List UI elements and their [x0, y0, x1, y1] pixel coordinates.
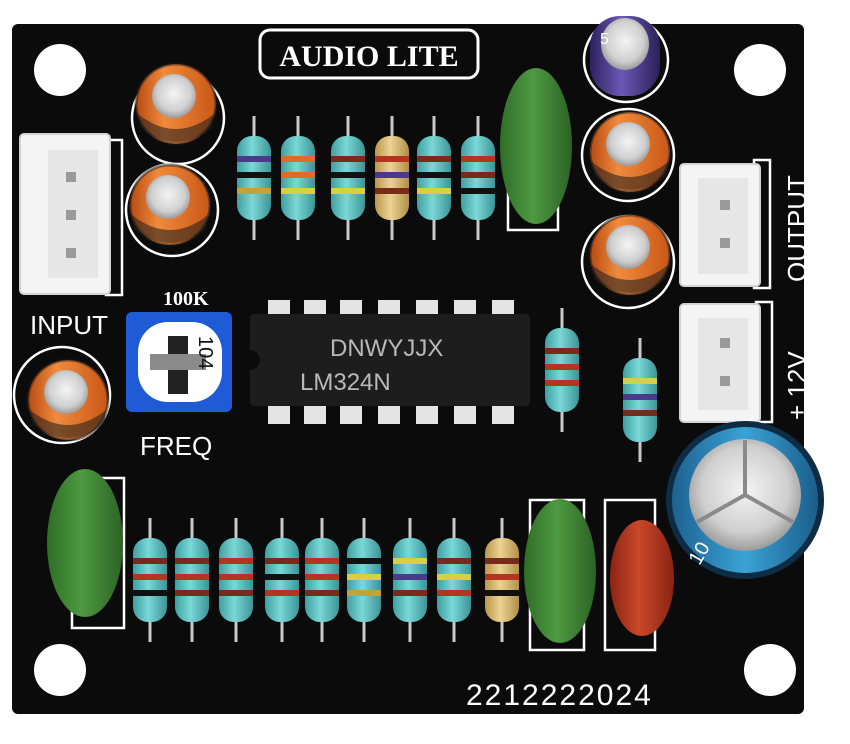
film-capacitor-green [47, 469, 123, 617]
mount-hole-bottom-right [744, 644, 796, 696]
date-code: 2212222024 [466, 679, 653, 712]
ic-chip: DNWYJJX LM324N [240, 300, 530, 424]
electrolytic-capacitor [26, 358, 110, 442]
power-connector [679, 303, 761, 423]
resistor-color-bands [133, 156, 657, 596]
purple-electrolytic-capacitor: 5 [590, 16, 660, 96]
electrolytic-capacitor [134, 62, 218, 146]
power-label: + 12V [782, 351, 812, 420]
film-capacitor-green [524, 499, 596, 643]
title-frame [258, 28, 480, 80]
freq-label: FREQ [140, 431, 212, 461]
ic-part-number: LM324N [300, 369, 391, 396]
output-connector [679, 163, 761, 287]
trimmer-potentiometer[interactable]: 104 [126, 312, 232, 412]
film-capacitor-red [610, 520, 674, 636]
input-label: INPUT [30, 310, 108, 340]
electrolytic-capacitor [588, 213, 672, 297]
svg-text:5: 5 [600, 31, 609, 48]
board-title: AUDIO LITE [279, 40, 458, 73]
mount-hole-top-left [34, 44, 86, 96]
ic-brand: DNWYJJX [330, 335, 443, 362]
pot-value-label: 100K [163, 288, 209, 310]
mount-hole-bottom-left [34, 644, 86, 696]
film-capacitor-green [500, 68, 572, 224]
large-electrolytic-capacitor: 10 [666, 421, 824, 579]
mount-hole-top-right [734, 44, 786, 96]
electrolytic-capacitor [128, 163, 212, 247]
electrolytic-capacitor [588, 110, 672, 194]
svg-text:104: 104 [194, 336, 216, 369]
input-connector [19, 133, 111, 295]
output-label: OUTPUT [782, 175, 812, 282]
